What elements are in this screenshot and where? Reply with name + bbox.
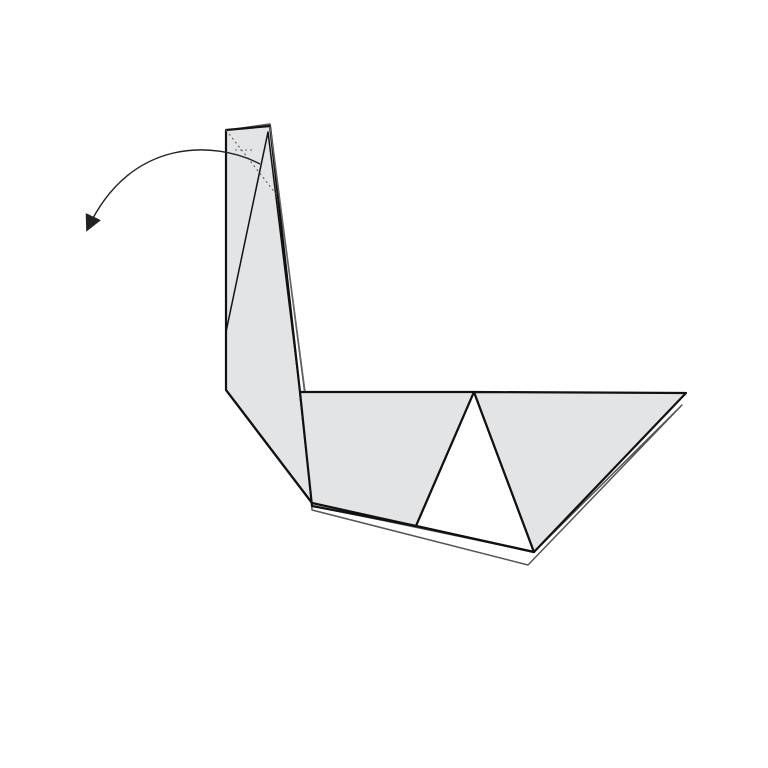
fold-line-icon xyxy=(225,129,277,195)
curved-fold-arrow-icon xyxy=(85,149,261,232)
body-base-line xyxy=(225,389,535,554)
neck-back-edge xyxy=(269,125,306,393)
tail-panel xyxy=(472,390,688,554)
neck-inner-fold xyxy=(225,131,301,393)
